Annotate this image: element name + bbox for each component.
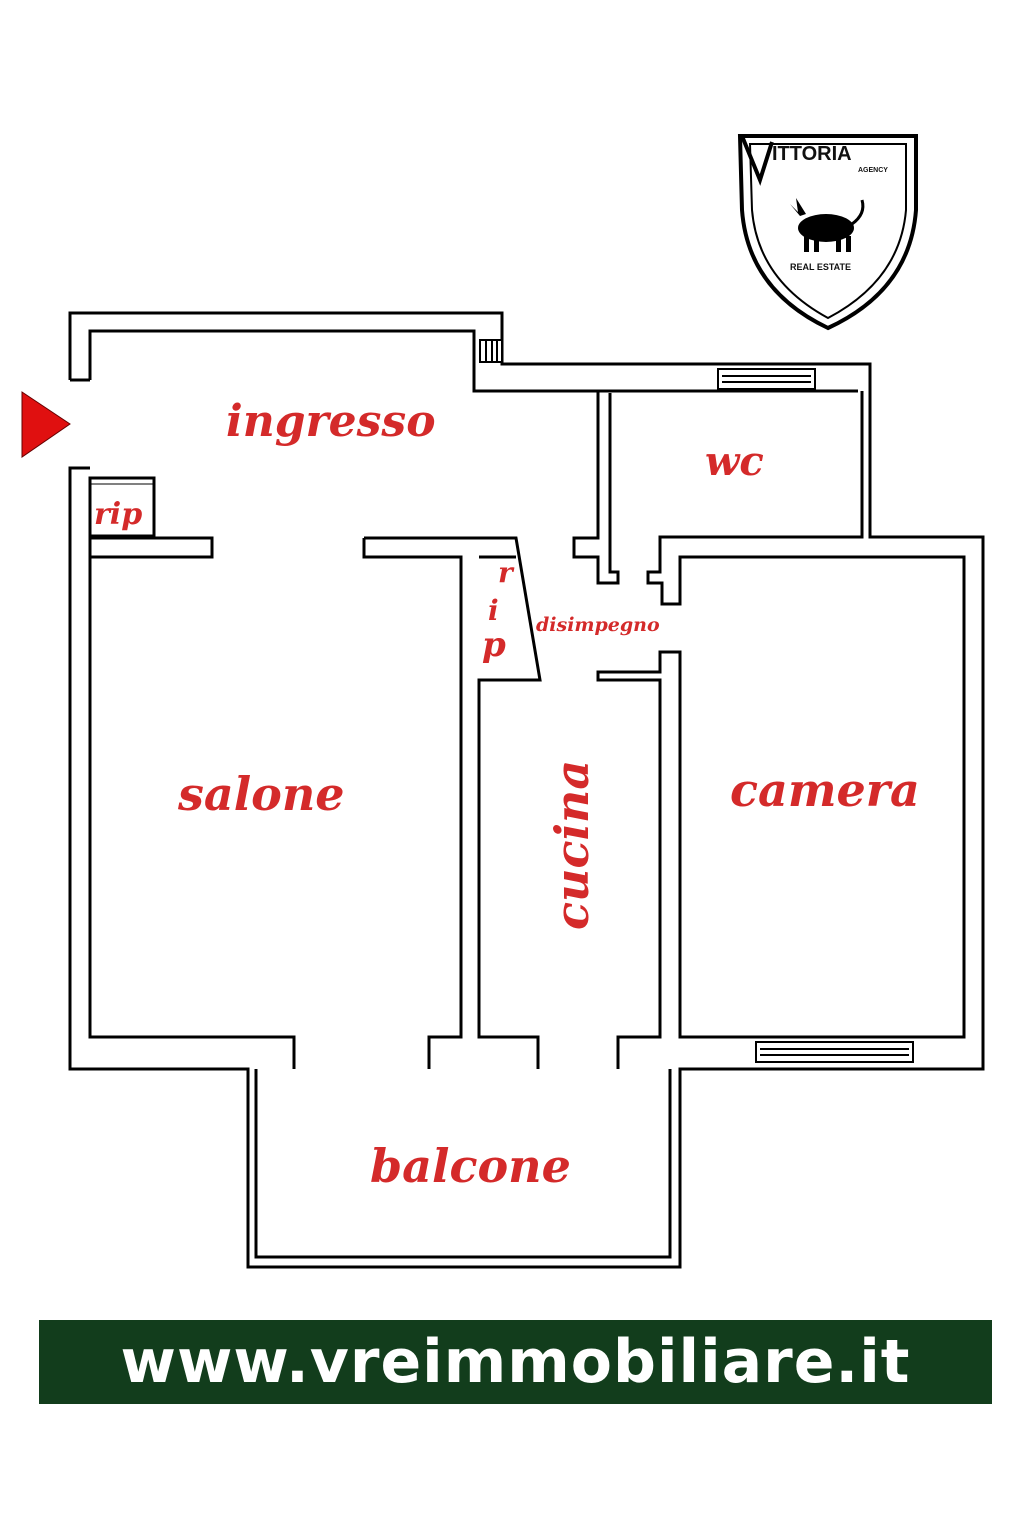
room-label-balcone: balcone xyxy=(370,1139,571,1193)
floor-plan: ITTORIA AGENCY REAL ESTATE xyxy=(21,134,985,1269)
room-label-rip-r: r xyxy=(498,556,515,589)
shaft-icon xyxy=(479,339,503,363)
room-label-rip-left: rip xyxy=(94,497,142,532)
window-camera xyxy=(755,1041,914,1063)
room-label-ingresso: ingresso xyxy=(226,396,436,447)
room-label-salone: salone xyxy=(177,767,345,821)
agency-logo: ITTORIA AGENCY REAL ESTATE xyxy=(737,134,918,331)
logo-sub: AGENCY xyxy=(858,167,888,174)
room-label-wc: wc xyxy=(705,438,764,485)
entrance-arrow-icon xyxy=(21,391,71,458)
window-wc xyxy=(717,368,816,390)
room-label-rip-i: i xyxy=(488,594,499,627)
logo-tagline: REAL ESTATE xyxy=(790,262,851,272)
logo-brand: ITTORIA xyxy=(772,143,852,165)
bull-icon xyxy=(790,198,865,252)
website-url[interactable]: www.vreimmobiliare.it xyxy=(120,1327,911,1397)
walls xyxy=(68,311,985,1269)
website-banner: www.vreimmobiliare.it xyxy=(39,1320,992,1404)
room-label-disimpegno: disimpegno xyxy=(536,614,660,636)
room-label-rip-p: p xyxy=(482,625,506,665)
room-label-camera: camera xyxy=(730,763,920,817)
room-label-cucina: cucina xyxy=(545,760,599,930)
